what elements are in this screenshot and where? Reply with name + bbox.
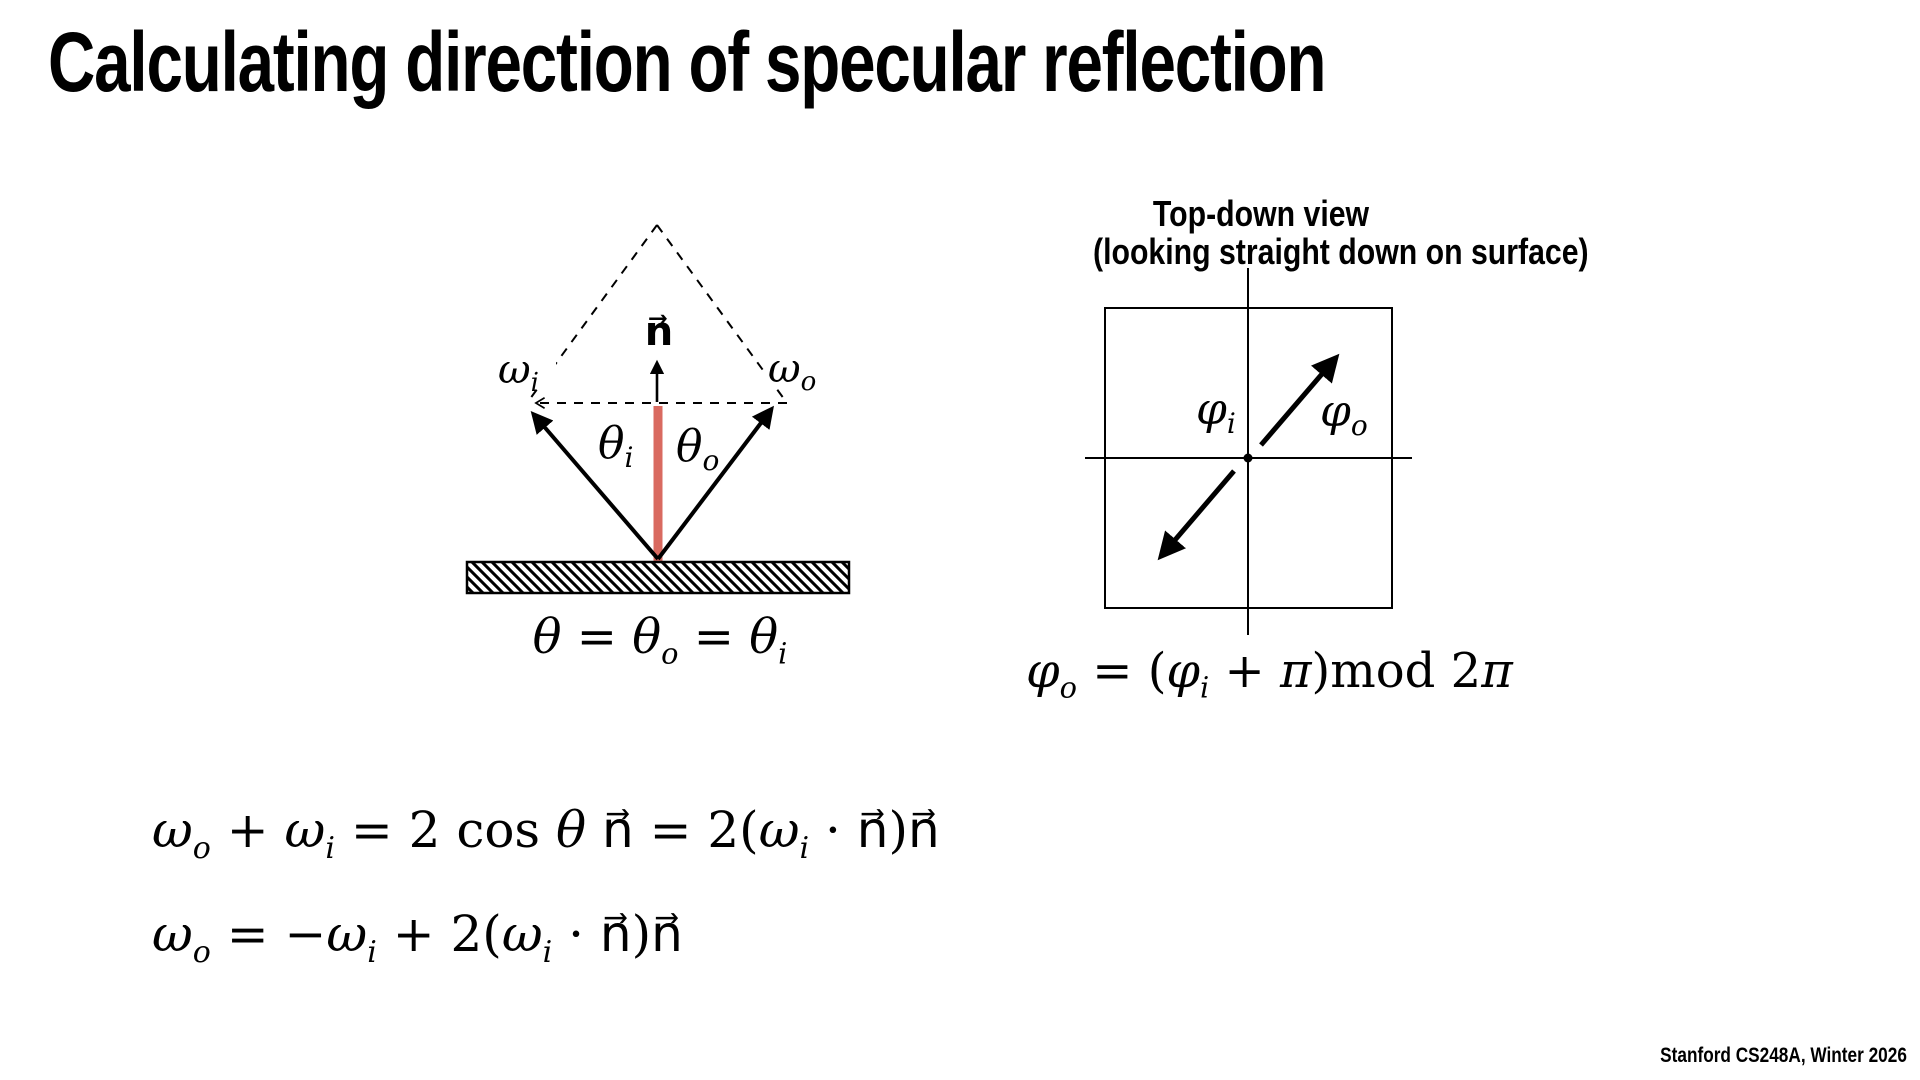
eq-token: = (678, 609, 750, 665)
eq-token: φ (1166, 643, 1201, 699)
eq-token: π (1279, 643, 1312, 699)
omega-i-base: ω (498, 347, 531, 393)
eq-token: + 2( (376, 905, 502, 963)
eq-token: θ (632, 609, 662, 665)
eq-token: 2 (1435, 643, 1482, 699)
theta-i-sub: i (625, 441, 634, 474)
eq-token: θ (532, 609, 562, 665)
theta-o-label: θo (676, 421, 719, 477)
eq-subscript: o (192, 831, 211, 866)
eq-token: = 2 (334, 801, 457, 859)
phi-i-label: φi (1196, 384, 1236, 440)
phi-i-arrow (1157, 469, 1236, 561)
omega-i-arrow (530, 410, 660, 561)
eq-token: = ( (1076, 643, 1167, 699)
phi-o-sub: o (1351, 409, 1368, 442)
eq-token: θ (555, 801, 587, 859)
eq-token: · n⃗)n⃗ (809, 801, 940, 859)
eq-token: ω (326, 905, 368, 963)
eq-token: ω (152, 905, 193, 963)
derivation-equation-1: ωo + ωi = 2 cos θ n⃗ = 2(ωi · n⃗)n⃗ (152, 801, 940, 863)
eq-token: n⃗ = 2( (586, 801, 759, 859)
surface-hatched-bar (465, 560, 851, 595)
phi-o-base: φ (1320, 386, 1351, 437)
omega-i-sub: i (531, 368, 539, 398)
eq-subscript: o (661, 636, 679, 671)
eq-token: ω (501, 905, 543, 963)
eq-token: · n⃗)n⃗ (552, 905, 683, 963)
top-view-diagram: φi φo (1085, 268, 1412, 635)
phi-o-arrow (1259, 353, 1340, 447)
eq-subscript: i (778, 636, 788, 671)
theta-o-base: θ (676, 421, 703, 472)
omega-o-base: ω (768, 346, 801, 392)
eq-token: θ (749, 609, 779, 665)
eq-subscript: o (192, 935, 211, 970)
eq-token: φ (1026, 643, 1060, 699)
omega-o-sub: o (801, 367, 817, 397)
eq-token: + (1209, 643, 1280, 699)
eq-token: ω (152, 801, 193, 859)
eq-token: + (210, 801, 285, 859)
theta-i-label: θi (598, 418, 633, 474)
eq-token: = − (210, 905, 327, 963)
eq-subscript: i (367, 935, 377, 970)
eq-subscript: i (325, 831, 335, 866)
eq-subscript: i (542, 935, 553, 970)
eq-token: ) (1311, 643, 1331, 699)
normal-label: n⃗ (645, 308, 673, 355)
eq-token: mod (1330, 643, 1436, 699)
omega-i-label: ωi (498, 347, 539, 398)
theta-equation: θ = θo = θi (460, 609, 860, 668)
eq-token: = (561, 609, 633, 665)
phi-o-label: φo (1320, 386, 1368, 442)
footer-credit: Stanford CS248A, Winter 2026 (1660, 1044, 1907, 1067)
omega-o-label-backing (766, 353, 824, 386)
eq-subscript: i (1200, 670, 1210, 705)
eq-token (540, 801, 556, 859)
top-view-origin-dot (1243, 453, 1253, 463)
dashed-diamond-right-edge (656, 224, 788, 404)
phi-i-sub: i (1227, 407, 1236, 440)
omega-o-arrow (656, 405, 774, 561)
omega-i-label-backing (494, 352, 556, 385)
phi-i-base: φ (1196, 384, 1227, 435)
dashed-diamond-left-edge (526, 224, 658, 404)
phi-equation: φo = (φi + π)mod 2π (1026, 643, 1513, 702)
eq-token: cos (456, 801, 541, 859)
page-title: Calculating direction of specular reflec… (48, 15, 1327, 109)
side-view-diagram: n⃗ ωi ωo θi θo (465, 224, 851, 595)
theta-i-base: θ (598, 418, 625, 469)
omega-o-label: ωo (768, 346, 816, 397)
theta-o-sub: o (703, 444, 720, 477)
derivation-equation-2: ωo = −ωi + 2(ωi · n⃗)n⃗ (152, 905, 683, 967)
top-view-heading-line1: Top-down view (1152, 193, 1370, 234)
eq-subscript: i (799, 831, 810, 866)
eq-token: ω (758, 801, 800, 859)
eq-token: ω (284, 801, 326, 859)
eq-subscript: o (1059, 670, 1077, 705)
eq-token: π (1481, 643, 1513, 699)
